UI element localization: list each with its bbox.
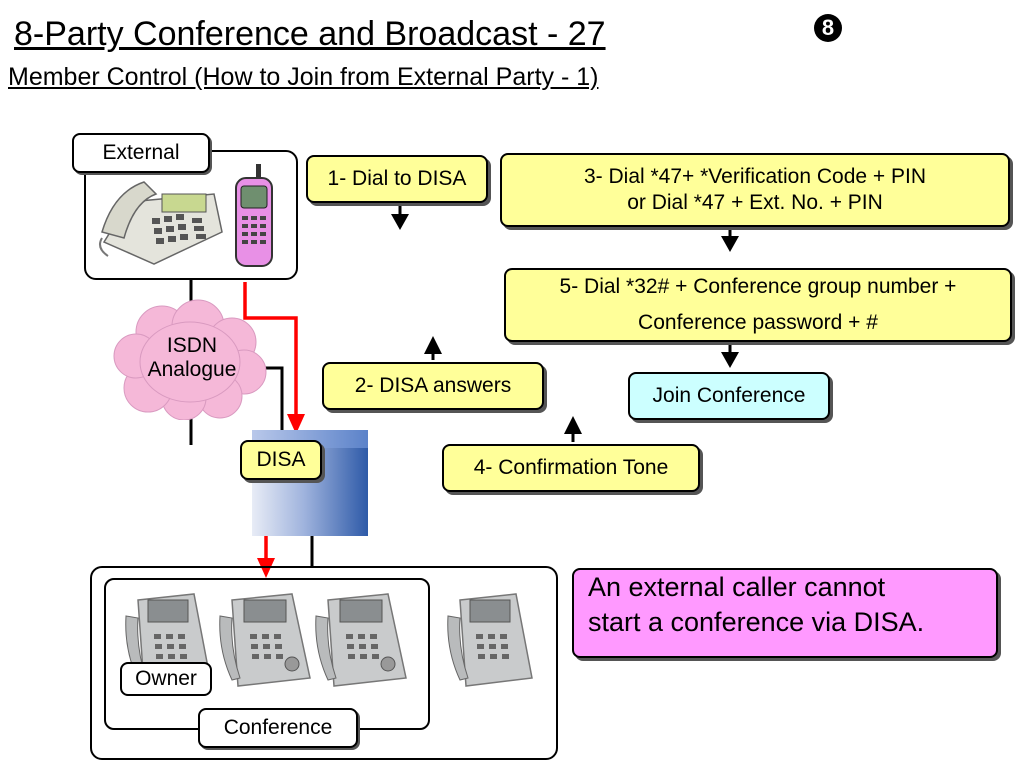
step-3-line-1: 3- Dial *47+ *Verification Code + PIN: [583, 164, 927, 188]
cloud-to-panel-line: [262, 366, 284, 445]
network-cloud-icon: [113, 299, 267, 420]
desk-phone-icon: [99, 181, 223, 265]
network-label-analogue: Analogue: [147, 358, 237, 382]
ip-phone-icon-4: [447, 593, 533, 687]
disa-label: DISA: [240, 440, 322, 480]
extension-group-frame: [90, 566, 558, 760]
note-line-2: start a conference via DISA.: [588, 607, 925, 638]
ip-phone-icon-2: [219, 593, 311, 687]
step5-arrowhead: [721, 352, 739, 368]
network-label: ISDN Analogue: [134, 334, 250, 382]
step3-arrowhead: [721, 236, 739, 252]
step-5-box: 5- Dial *32# + Conference group number +…: [504, 268, 1012, 342]
step-1-box: 1- Dial to DISA: [306, 155, 488, 203]
call-path-out-arrowhead: [257, 558, 275, 578]
call-path-in-arrowhead: [287, 414, 305, 434]
step-2-box: 2- DISA answers: [322, 362, 544, 410]
page-subtitle: Member Control (How to Join from Externa…: [8, 63, 599, 91]
step4-arrowhead: [564, 416, 582, 434]
slide-marker-badge: 8: [814, 14, 842, 42]
note-box: An external caller cannot start a confer…: [572, 568, 998, 658]
step-5-line-2: Conference password + #: [638, 311, 878, 334]
join-conference-box: Join Conference: [628, 372, 830, 420]
page-title: 8-Party Conference and Broadcast - 27: [14, 15, 606, 53]
network-label-isdn: ISDN: [166, 334, 218, 357]
ip-phone-icon-3: [315, 593, 407, 687]
step-4-box: 4- Confirmation Tone: [442, 444, 700, 492]
note-line-1: An external caller cannot: [588, 572, 886, 602]
step1-arrowhead: [391, 214, 409, 230]
step2-arrowhead: [424, 336, 442, 354]
conference-label: Conference: [198, 708, 358, 748]
call-path-in: [243, 282, 298, 416]
external-label: External: [72, 133, 210, 173]
mobile-phone-icon: [235, 164, 273, 267]
step-3-line-2: or Dial *47 + Ext. No. + PIN: [627, 191, 883, 214]
step-5-line-1: 5- Dial *32# + Conference group number +: [559, 275, 957, 299]
owner-label: Owner: [120, 662, 212, 696]
step-3-box: 3- Dial *47+ *Verification Code + PIN or…: [500, 153, 1010, 227]
